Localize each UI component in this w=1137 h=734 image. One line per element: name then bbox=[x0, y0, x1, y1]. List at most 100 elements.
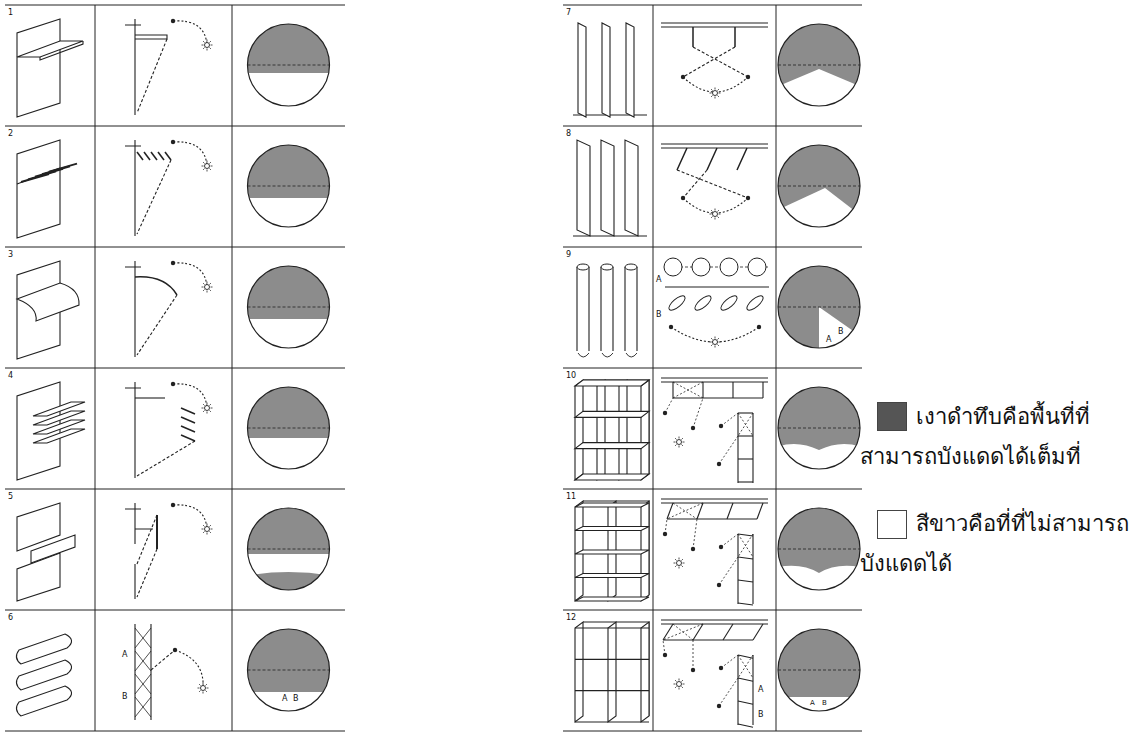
sun-ray bbox=[675, 438, 676, 439]
shading-device-perspective bbox=[17, 503, 75, 601]
cylinder-plan bbox=[720, 258, 738, 276]
rotated-cylinder-plan bbox=[667, 294, 687, 313]
sun-symbol bbox=[713, 91, 718, 96]
table-grid bbox=[5, 5, 862, 731]
wall-plan bbox=[661, 378, 768, 382]
unshaded-area bbox=[239, 73, 339, 115]
sun-ray bbox=[681, 444, 682, 445]
horizon-line bbox=[778, 307, 860, 308]
sun-symbol bbox=[677, 682, 682, 687]
sun-ray bbox=[681, 559, 682, 560]
elevation-shelf bbox=[738, 580, 753, 582]
horizon-line bbox=[248, 307, 330, 308]
mask-outline bbox=[778, 508, 860, 590]
shelf-plan bbox=[673, 397, 763, 398]
sun-ray bbox=[202, 529, 204, 530]
sun-ray bbox=[675, 559, 676, 560]
slat-rail bbox=[17, 168, 60, 184]
shading-device-section bbox=[664, 258, 769, 348]
angle-letter: A bbox=[757, 685, 764, 694]
tilted-louver bbox=[16, 660, 71, 690]
sun-arc bbox=[683, 198, 748, 213]
elevation-shelf bbox=[738, 724, 753, 727]
sun-ray bbox=[719, 342, 721, 343]
row-number: 11 bbox=[566, 492, 576, 501]
sun-ray bbox=[711, 344, 712, 345]
shade-angle bbox=[673, 382, 703, 398]
sun-ray bbox=[211, 166, 213, 167]
fin-plan bbox=[727, 503, 733, 519]
angle-letter: B bbox=[757, 710, 765, 719]
elevation-shelf bbox=[738, 557, 753, 559]
sun-ray bbox=[209, 168, 210, 169]
sun-ray bbox=[202, 45, 204, 46]
sun-ray bbox=[209, 162, 210, 163]
angle-letter: A bbox=[825, 335, 832, 344]
sun-ray bbox=[665, 398, 703, 428]
sun-ray bbox=[675, 680, 676, 681]
unshaded-area bbox=[239, 319, 339, 357]
crate-shelf bbox=[575, 527, 649, 531]
sun-arc bbox=[173, 21, 207, 45]
horizon-line bbox=[778, 428, 860, 429]
sun-ray bbox=[203, 404, 204, 405]
shading-device-section bbox=[661, 620, 768, 727]
sun-ray bbox=[207, 403, 208, 405]
shading-device-section bbox=[661, 23, 768, 99]
vertical-fin bbox=[602, 23, 610, 117]
sun-ray bbox=[710, 214, 712, 215]
elevation-shelf bbox=[738, 412, 753, 413]
louver-section bbox=[181, 426, 195, 432]
table-rule bbox=[5, 126, 345, 127]
legend-text: เงาดำทึบคือพื้นที่ที่สามารถบังแดดได้เต็ม… bbox=[860, 397, 1132, 477]
cutoff-line bbox=[137, 39, 167, 113]
shading-device-perspective bbox=[577, 264, 637, 357]
crate-back bbox=[583, 380, 649, 474]
cutoff-line bbox=[137, 515, 157, 597]
horizon-line bbox=[778, 549, 860, 550]
unshaded-area bbox=[769, 188, 869, 236]
sun-mask bbox=[769, 508, 869, 599]
table-rule bbox=[5, 368, 345, 369]
sun-ray bbox=[203, 525, 204, 526]
sun-ray bbox=[715, 337, 716, 339]
sun-ray bbox=[207, 40, 208, 42]
sun-ray bbox=[211, 529, 213, 530]
crate-fin bbox=[619, 380, 627, 480]
louver-hatch bbox=[135, 697, 151, 717]
cutoff-line bbox=[677, 170, 748, 198]
sun-ray bbox=[681, 438, 682, 439]
unshaded-area bbox=[819, 307, 879, 367]
sun-ray bbox=[199, 684, 200, 685]
slat-section bbox=[144, 152, 150, 160]
cylinder-top bbox=[601, 264, 613, 270]
sun-arc bbox=[173, 263, 207, 287]
sun-ray bbox=[717, 210, 718, 211]
crate-fin bbox=[641, 622, 649, 722]
vertical-fin bbox=[578, 23, 586, 117]
mask-outline bbox=[248, 629, 330, 711]
sun-mask bbox=[239, 629, 339, 720]
shade-angle bbox=[663, 624, 703, 640]
rotation-arrow bbox=[626, 353, 637, 357]
table-rule bbox=[563, 489, 862, 490]
crate-shelf bbox=[575, 721, 649, 722]
sun-ray bbox=[209, 410, 210, 411]
cylinder-top bbox=[577, 264, 589, 270]
sun-ray bbox=[211, 408, 213, 409]
sun-symbol bbox=[205, 43, 210, 48]
sun-ray bbox=[717, 338, 718, 339]
table-rule bbox=[5, 610, 345, 611]
elevation-fin bbox=[738, 655, 753, 725]
unshaded-area bbox=[769, 697, 869, 720]
slat-section bbox=[165, 152, 171, 160]
sun-ray bbox=[209, 531, 210, 532]
angle-letter: B bbox=[821, 699, 828, 708]
slat-section bbox=[137, 152, 143, 160]
horizon-line bbox=[778, 670, 860, 671]
sun-ray bbox=[207, 533, 208, 535]
rotation-arrow bbox=[602, 353, 613, 357]
crate-shelf bbox=[575, 659, 649, 660]
sun-ray bbox=[711, 89, 712, 90]
fin-plan bbox=[762, 382, 763, 398]
